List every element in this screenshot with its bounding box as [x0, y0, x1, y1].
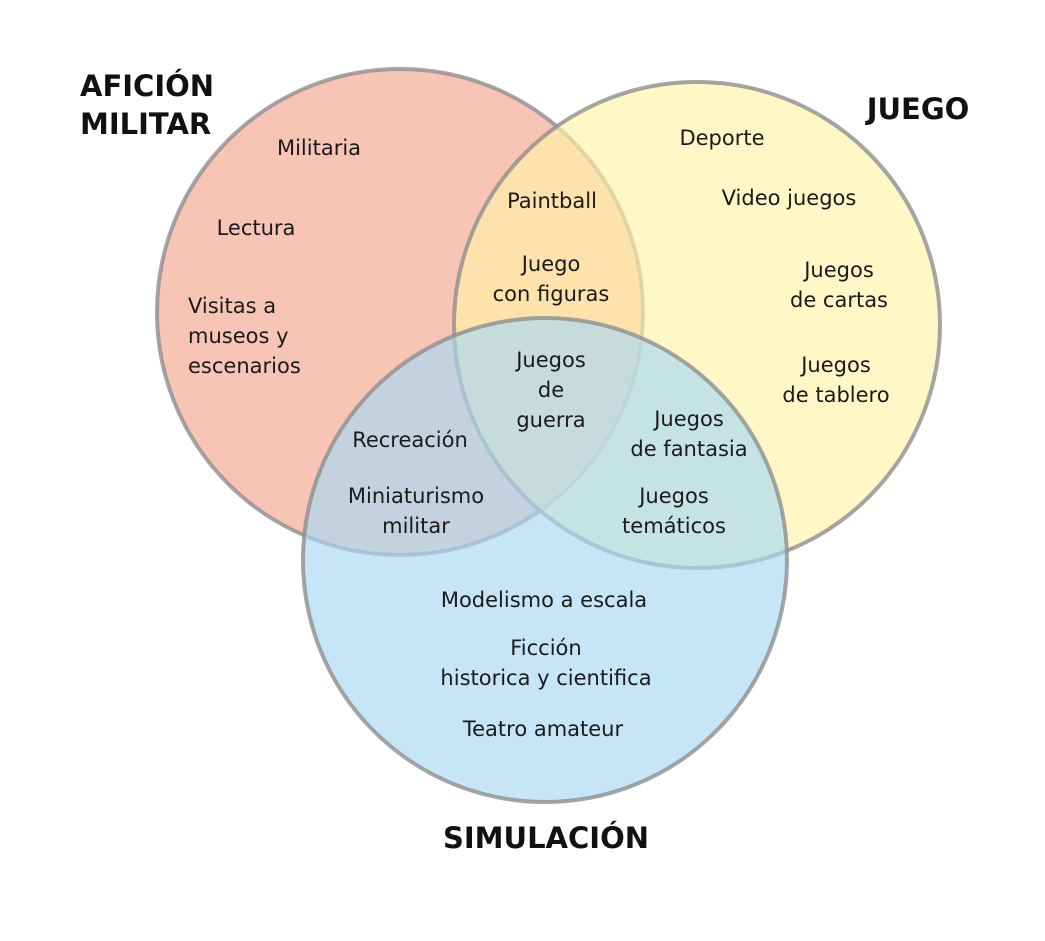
label-cartas-line2: de cartas: [790, 288, 888, 312]
label-juegos-guerra-line2: de: [538, 378, 564, 402]
label-ficcion-line1: Ficción: [510, 636, 581, 660]
label-juegos-guerra-line3: guerra: [516, 408, 585, 432]
label-miniaturismo-line2: militar: [382, 514, 450, 538]
label-recreacion: Recreación: [352, 428, 468, 452]
label-cartas-line1: Juegos: [802, 258, 874, 282]
circle-simulacion: [301, 316, 789, 804]
label-figuras-line1: Juego: [520, 252, 581, 276]
label-tematicos-line2: temáticos: [622, 514, 726, 538]
title-simulacion: SIMULACIÓN: [443, 821, 649, 855]
label-tematicos-line1: Juegos: [637, 484, 709, 508]
label-miniaturismo-line1: Miniaturismo: [348, 484, 484, 508]
title-aficion-line1: AFICIÓN: [80, 69, 214, 103]
label-fantasia-line1: Juegos: [652, 407, 724, 431]
title-juego: JUEGO: [865, 92, 970, 126]
label-modelismo: Modelismo a escala: [441, 588, 647, 612]
title-aficion-line2: MILITAR: [80, 107, 211, 141]
label-deporte: Deporte: [679, 126, 764, 150]
label-ficcion-line2: historica y cientifica: [440, 666, 651, 690]
label-figuras-line2: con figuras: [493, 282, 610, 306]
label-visitas-line1: Visitas a: [188, 294, 276, 318]
label-tablero-line2: de tablero: [782, 383, 889, 407]
label-lectura: Lectura: [217, 216, 296, 240]
label-juegos-guerra-line1: Juegos: [514, 348, 586, 372]
label-fantasia-line2: de fantasia: [630, 437, 747, 461]
label-paintball: Paintball: [507, 189, 597, 213]
label-video-juegos: Video juegos: [722, 186, 857, 210]
label-militaria: Militaria: [277, 136, 361, 160]
label-visitas-line2: museos y: [188, 324, 289, 348]
label-visitas-line3: escenarios: [188, 354, 301, 378]
label-teatro: Teatro amateur: [462, 717, 624, 741]
label-tablero-line1: Juegos: [799, 353, 871, 377]
